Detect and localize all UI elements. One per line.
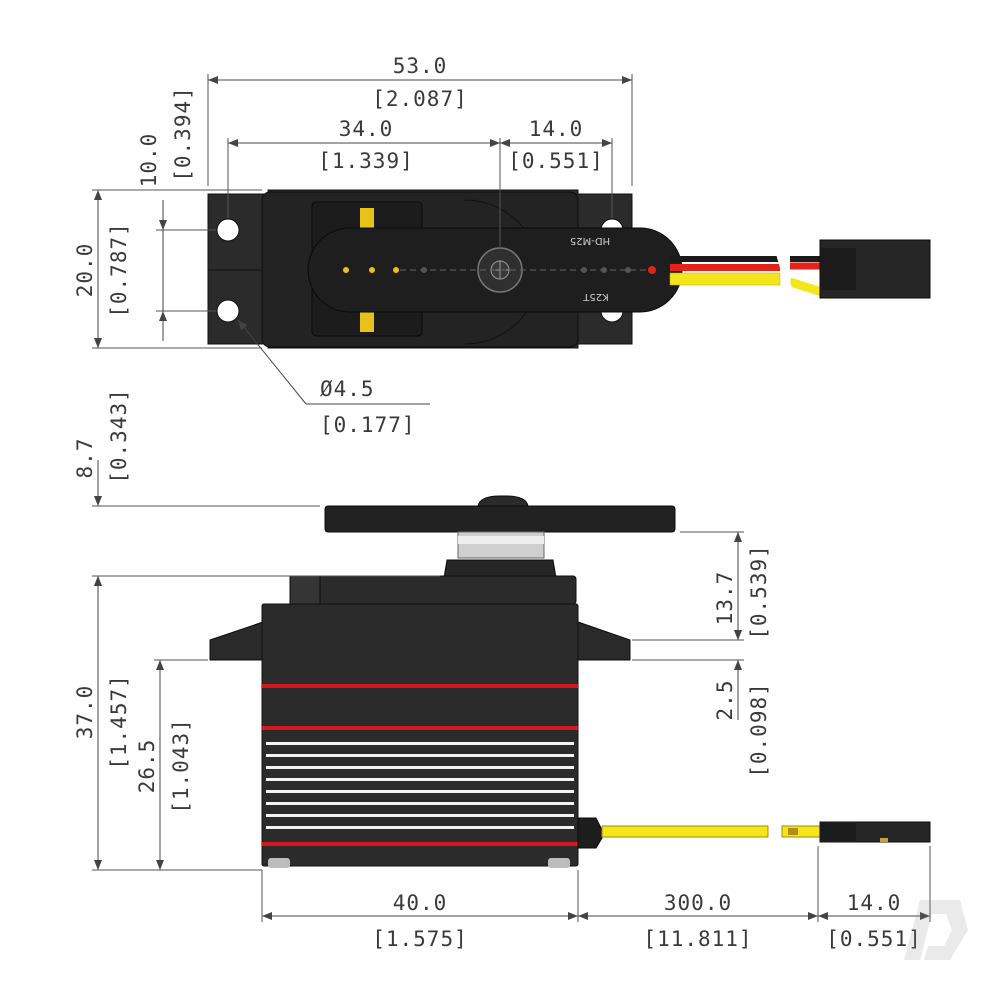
- mounting-hole-icon: [216, 299, 240, 323]
- dim-overall-width-in: [2.087]: [372, 87, 468, 111]
- red-stripe: [262, 842, 578, 846]
- side-horn: [324, 505, 676, 533]
- mounting-hole-icon: [216, 218, 240, 242]
- dim-horn-height-mm: 8.7: [73, 438, 97, 479]
- dim-shaft-height-mm: 13.7: [713, 571, 737, 626]
- dim-flange-thickness-in: [0.098]: [747, 682, 771, 778]
- dim-lead-length-in: [11.811]: [643, 927, 752, 951]
- dim-body-width-mm: 20.0: [73, 243, 97, 298]
- side-lead: [601, 825, 769, 838]
- dim-body-width-in: [0.787]: [107, 222, 131, 318]
- dim-horn-height-in: [0.343]: [107, 388, 131, 484]
- red-stripe: [262, 726, 578, 730]
- side-flange-left: [209, 621, 264, 661]
- dim-shaft-hole-in: [0.551]: [508, 149, 604, 173]
- dim-hole-spacing-mm: 10.0: [137, 133, 161, 188]
- dim-total-height-mm: 37.0: [73, 685, 97, 740]
- horn-label-bottom: K25T: [582, 291, 608, 302]
- side-dimensions: 8.7 [0.343] 37.0 [1.457] 26.5 [1.043] 13…: [73, 388, 931, 951]
- cooling-fins: [266, 742, 574, 829]
- dim-hole-shaft-in: [1.339]: [318, 149, 414, 173]
- dim-shaft-height-in: [0.539]: [747, 544, 771, 640]
- side-view: [209, 495, 931, 868]
- red-stripe: [262, 684, 578, 688]
- dim-total-height-in: [1.457]: [107, 674, 131, 770]
- top-view: HD-M25 K25T: [207, 189, 931, 349]
- dim-case-length-in: [1.575]: [372, 927, 468, 951]
- dim-hole-spacing-in: [0.394]: [171, 86, 195, 182]
- dim-hole-diameter-in: [0.177]: [320, 413, 416, 437]
- dim-flange-height-in: [1.043]: [169, 718, 193, 814]
- dim-case-length-mm: 40.0: [393, 891, 448, 915]
- watermark-logo: [904, 900, 968, 960]
- dim-lead-length-mm: 300.0: [664, 891, 732, 915]
- dim-overall-width-mm: 53.0: [393, 54, 448, 78]
- dim-flange-thickness-mm: 2.5: [713, 680, 737, 721]
- side-case: [261, 603, 579, 867]
- dim-hole-shaft-mm: 34.0: [339, 117, 394, 141]
- top-wires: [669, 249, 824, 297]
- dim-shaft-hole-mm: 14.0: [529, 117, 584, 141]
- dim-hole-diameter-mm: Ø4.5: [320, 377, 375, 401]
- dim-connector-length-in: [0.551]: [826, 927, 922, 951]
- horn-label-top: HD-M25: [570, 235, 610, 246]
- side-shaft: [457, 531, 545, 559]
- side-flange-right: [577, 621, 631, 661]
- dim-flange-height-mm: 26.5: [135, 739, 159, 794]
- dim-connector-length-mm: 14.0: [847, 891, 902, 915]
- top-dimensions: 53.0 [2.087] 34.0 [1.339] 14.0 [0.551] 1…: [73, 54, 633, 437]
